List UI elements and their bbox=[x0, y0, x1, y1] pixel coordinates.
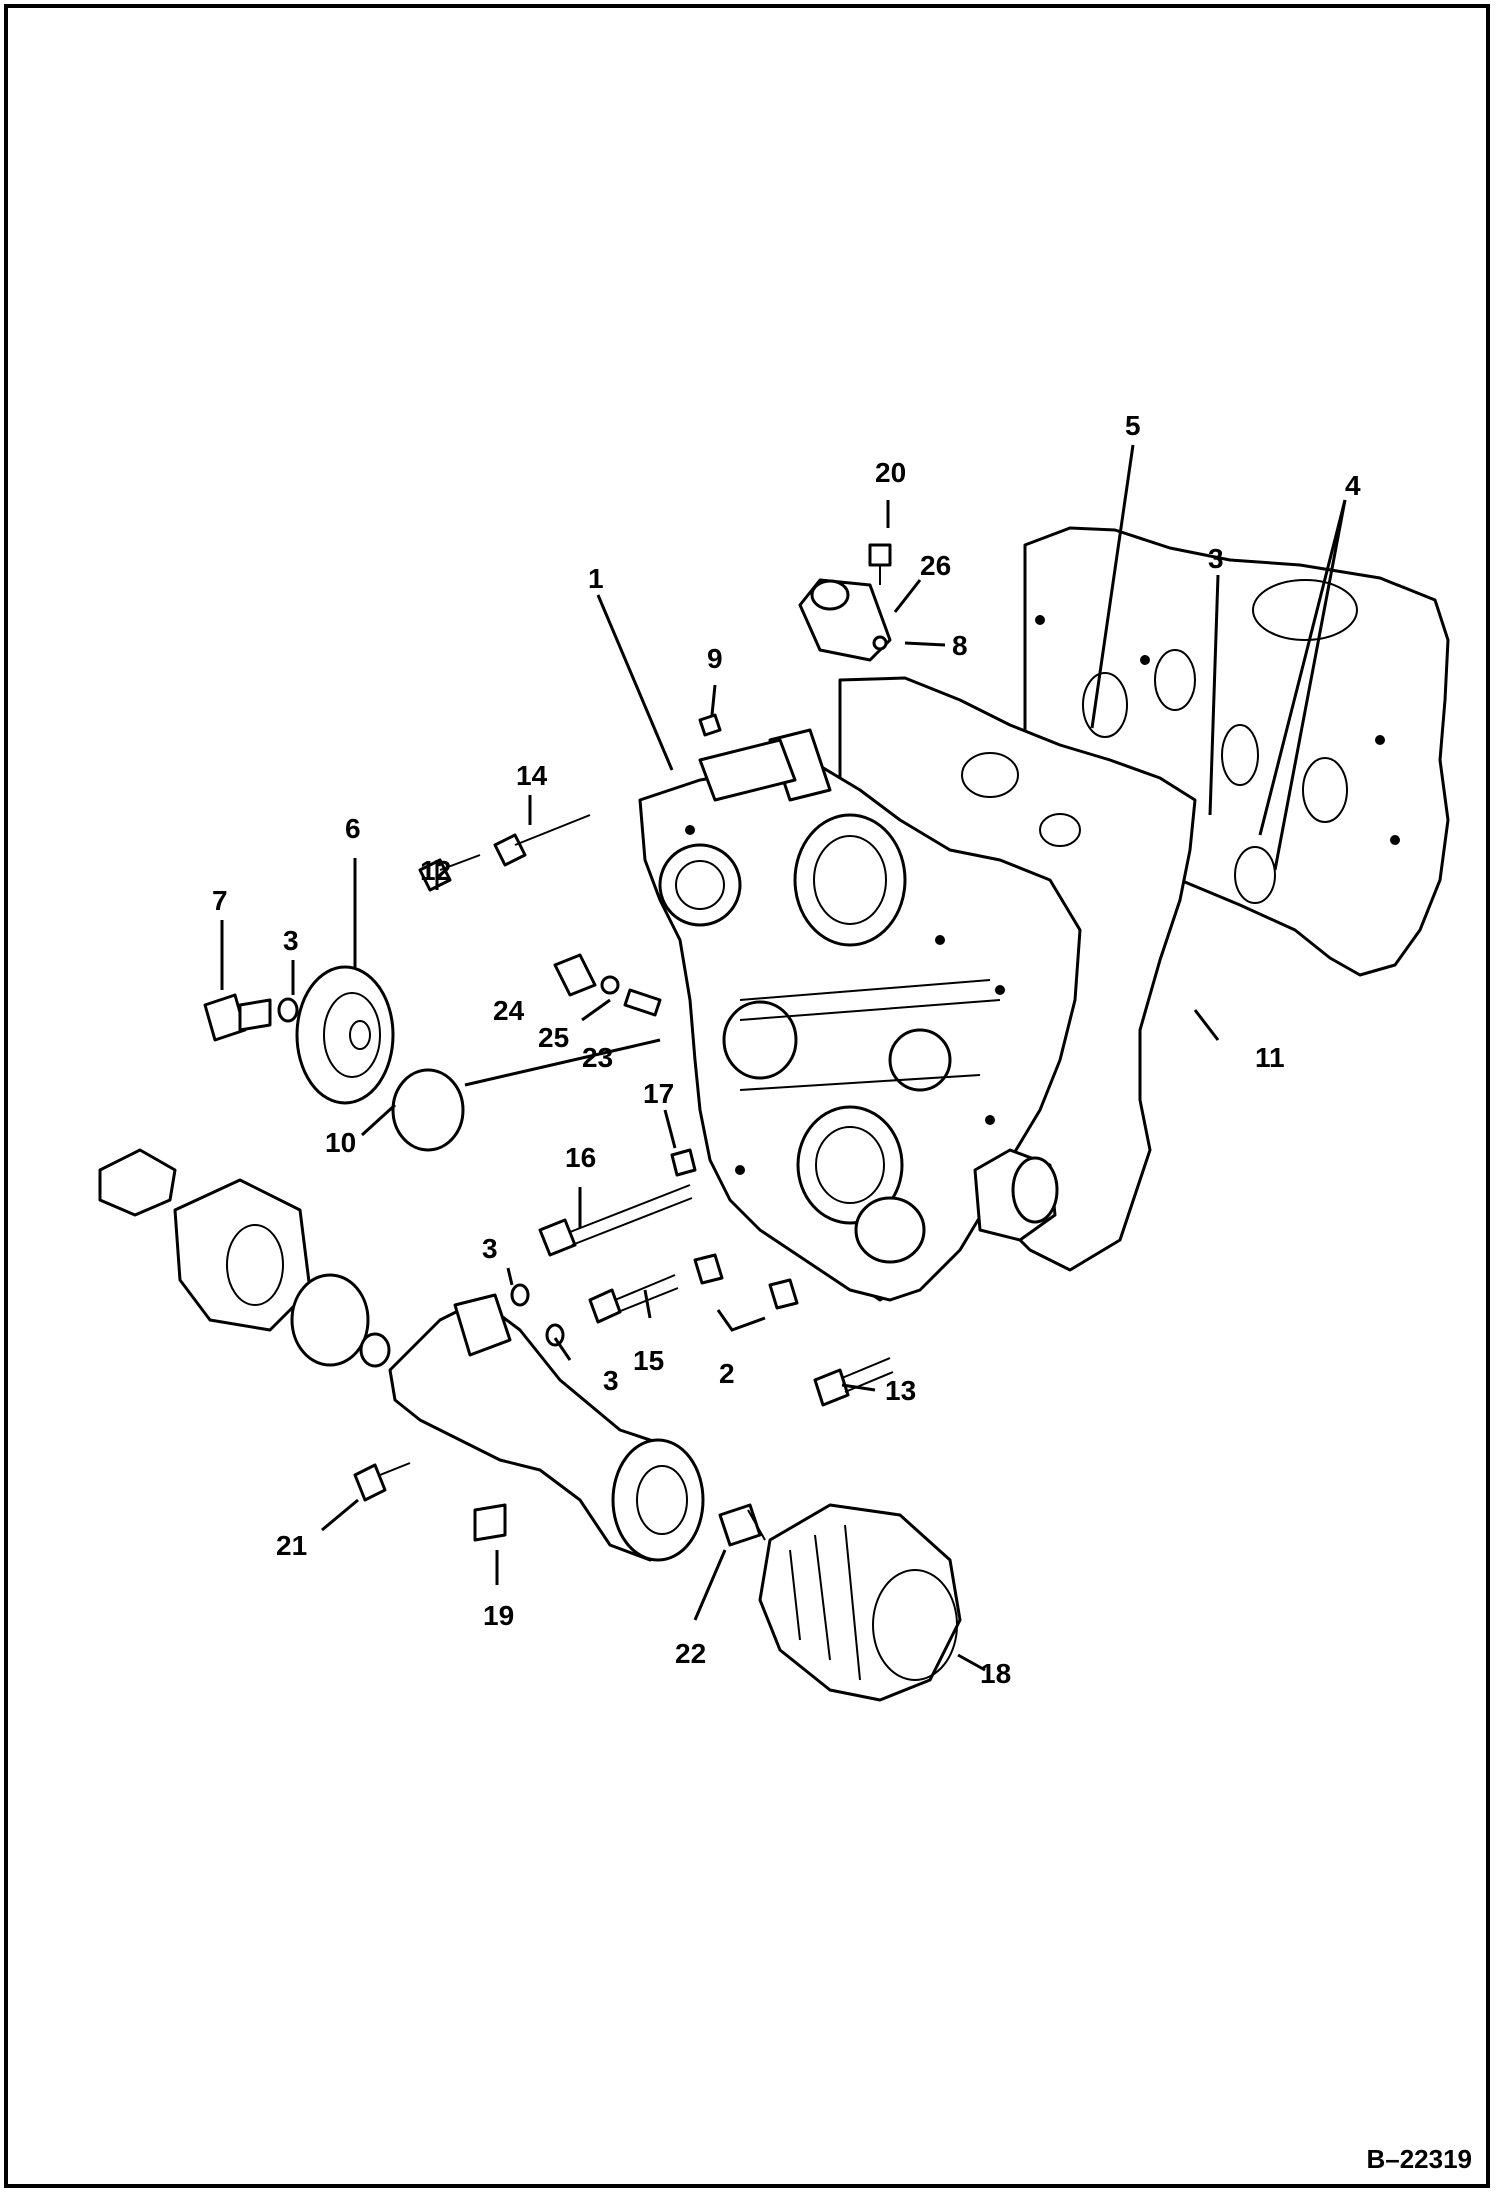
callout-2: 2 bbox=[719, 1358, 735, 1389]
callout-22: 22 bbox=[675, 1638, 706, 1669]
bolts-group bbox=[538, 1148, 894, 1407]
callout-19: 19 bbox=[483, 1600, 514, 1631]
plug-part-7 bbox=[203, 993, 272, 1042]
callout-24: 24 bbox=[493, 995, 525, 1026]
callout-18: 18 bbox=[980, 1658, 1011, 1689]
callout-8: 8 bbox=[952, 630, 968, 661]
callout-15: 15 bbox=[633, 1345, 664, 1376]
oil-filter-bracket-assembly bbox=[98, 1148, 766, 1562]
callout-4: 4 bbox=[1345, 470, 1361, 501]
callout-12: 12 bbox=[420, 855, 451, 886]
callout-3-lower: 3 bbox=[603, 1365, 619, 1396]
housing-cover-assembly bbox=[798, 543, 892, 662]
drawing-reference-number: B–22319 bbox=[1366, 2144, 1472, 2174]
callout-25: 25 bbox=[538, 1022, 569, 1053]
o-ring-part-3-left bbox=[277, 997, 299, 1023]
oil-filter-part-18 bbox=[758, 1503, 962, 1702]
callout-16: 16 bbox=[565, 1142, 596, 1173]
callout-3-right: 3 bbox=[1208, 543, 1224, 574]
small-parts-group bbox=[418, 713, 722, 1017]
o-ring-part-10 bbox=[391, 1068, 465, 1152]
callout-6: 6 bbox=[345, 813, 361, 844]
leader-lines bbox=[220, 444, 1347, 1672]
callout-20: 20 bbox=[875, 457, 906, 488]
callout-17: 17 bbox=[643, 1078, 674, 1109]
callout-23: 23 bbox=[582, 1042, 613, 1073]
callout-13: 13 bbox=[885, 1375, 916, 1406]
callout-10: 10 bbox=[325, 1127, 356, 1158]
callout-9: 9 bbox=[707, 643, 723, 674]
callout-3-left: 3 bbox=[283, 925, 299, 956]
callout-1: 1 bbox=[588, 563, 604, 594]
callout-26: 26 bbox=[920, 550, 951, 581]
drawing-border bbox=[4, 4, 1490, 2188]
callout-5: 5 bbox=[1125, 410, 1141, 441]
callout-3-mid: 3 bbox=[482, 1233, 498, 1264]
callout-11: 11 bbox=[1255, 1042, 1285, 1073]
pulley-part-6 bbox=[295, 965, 395, 1105]
callout-7: 7 bbox=[212, 885, 228, 916]
callout-21: 21 bbox=[276, 1530, 307, 1561]
callout-14: 14 bbox=[516, 760, 548, 791]
callout-labels: 1 2 3 3 3 3 4 5 6 7 8 9 10 11 12 13 14 1… bbox=[212, 410, 1361, 1689]
gear-case-part-1 bbox=[638, 728, 1082, 1302]
